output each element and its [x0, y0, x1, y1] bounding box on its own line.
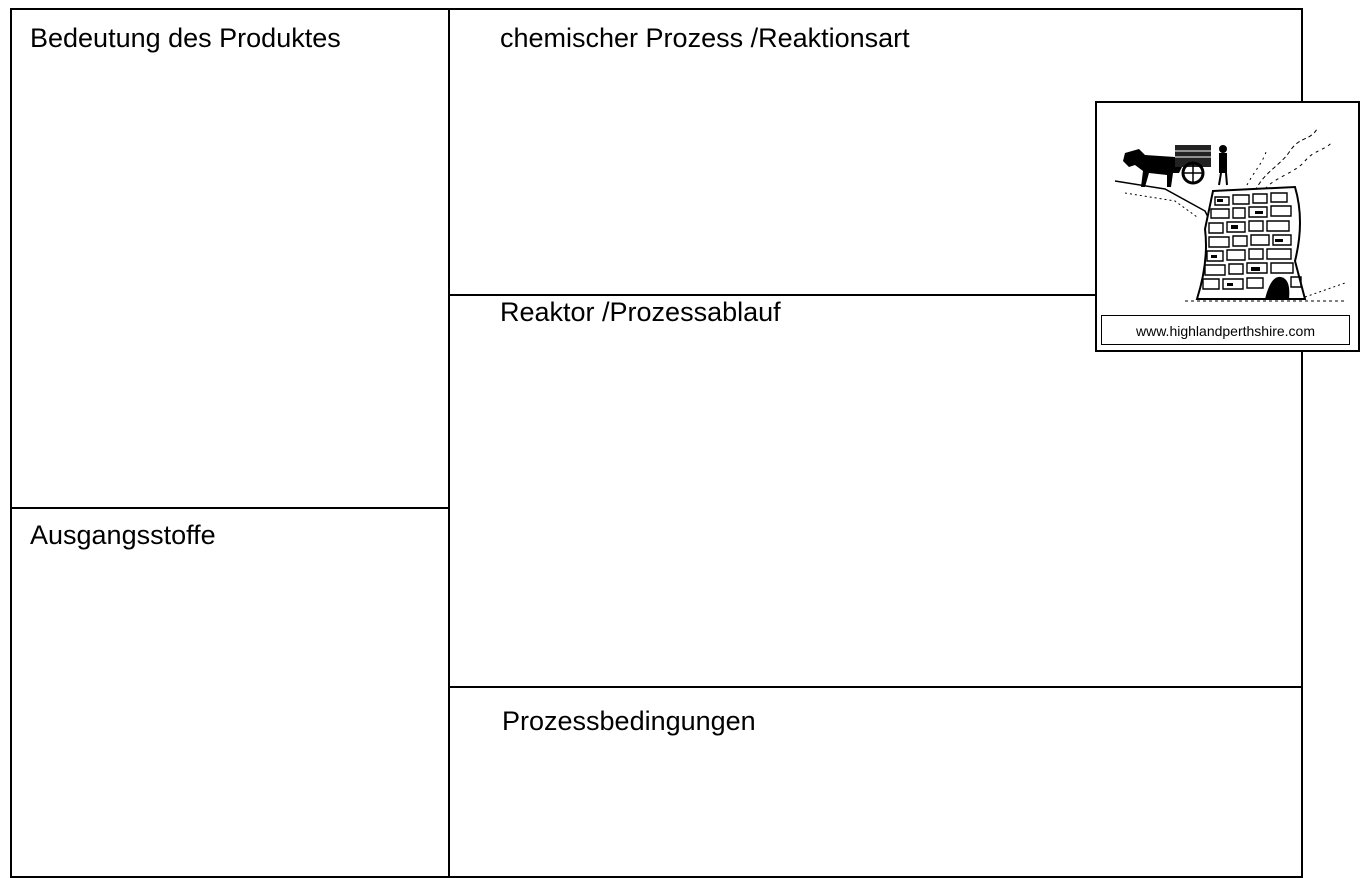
illustration-caption: www.highlandperthshire.com	[1101, 315, 1350, 345]
column-divider	[448, 8, 450, 878]
left-row-divider	[10, 507, 450, 509]
right-row-divider-bottom	[448, 686, 1303, 688]
reactor-heading: Reaktor /Prozessablauf	[500, 297, 781, 327]
product-importance-heading: Bedeutung des Produktes	[30, 23, 341, 53]
raw-materials-heading: Ausgangsstoffe	[30, 520, 216, 550]
illustration-box: www.highlandperthshire.com	[1095, 101, 1360, 352]
chemical-process-heading: chemischer Prozess /Reaktionsart	[500, 23, 910, 53]
process-conditions-heading: Prozessbedingungen	[502, 706, 756, 736]
lime-kiln-with-horse-cart-icon	[1114, 128, 1346, 302]
right-row-divider-top	[448, 294, 1098, 296]
